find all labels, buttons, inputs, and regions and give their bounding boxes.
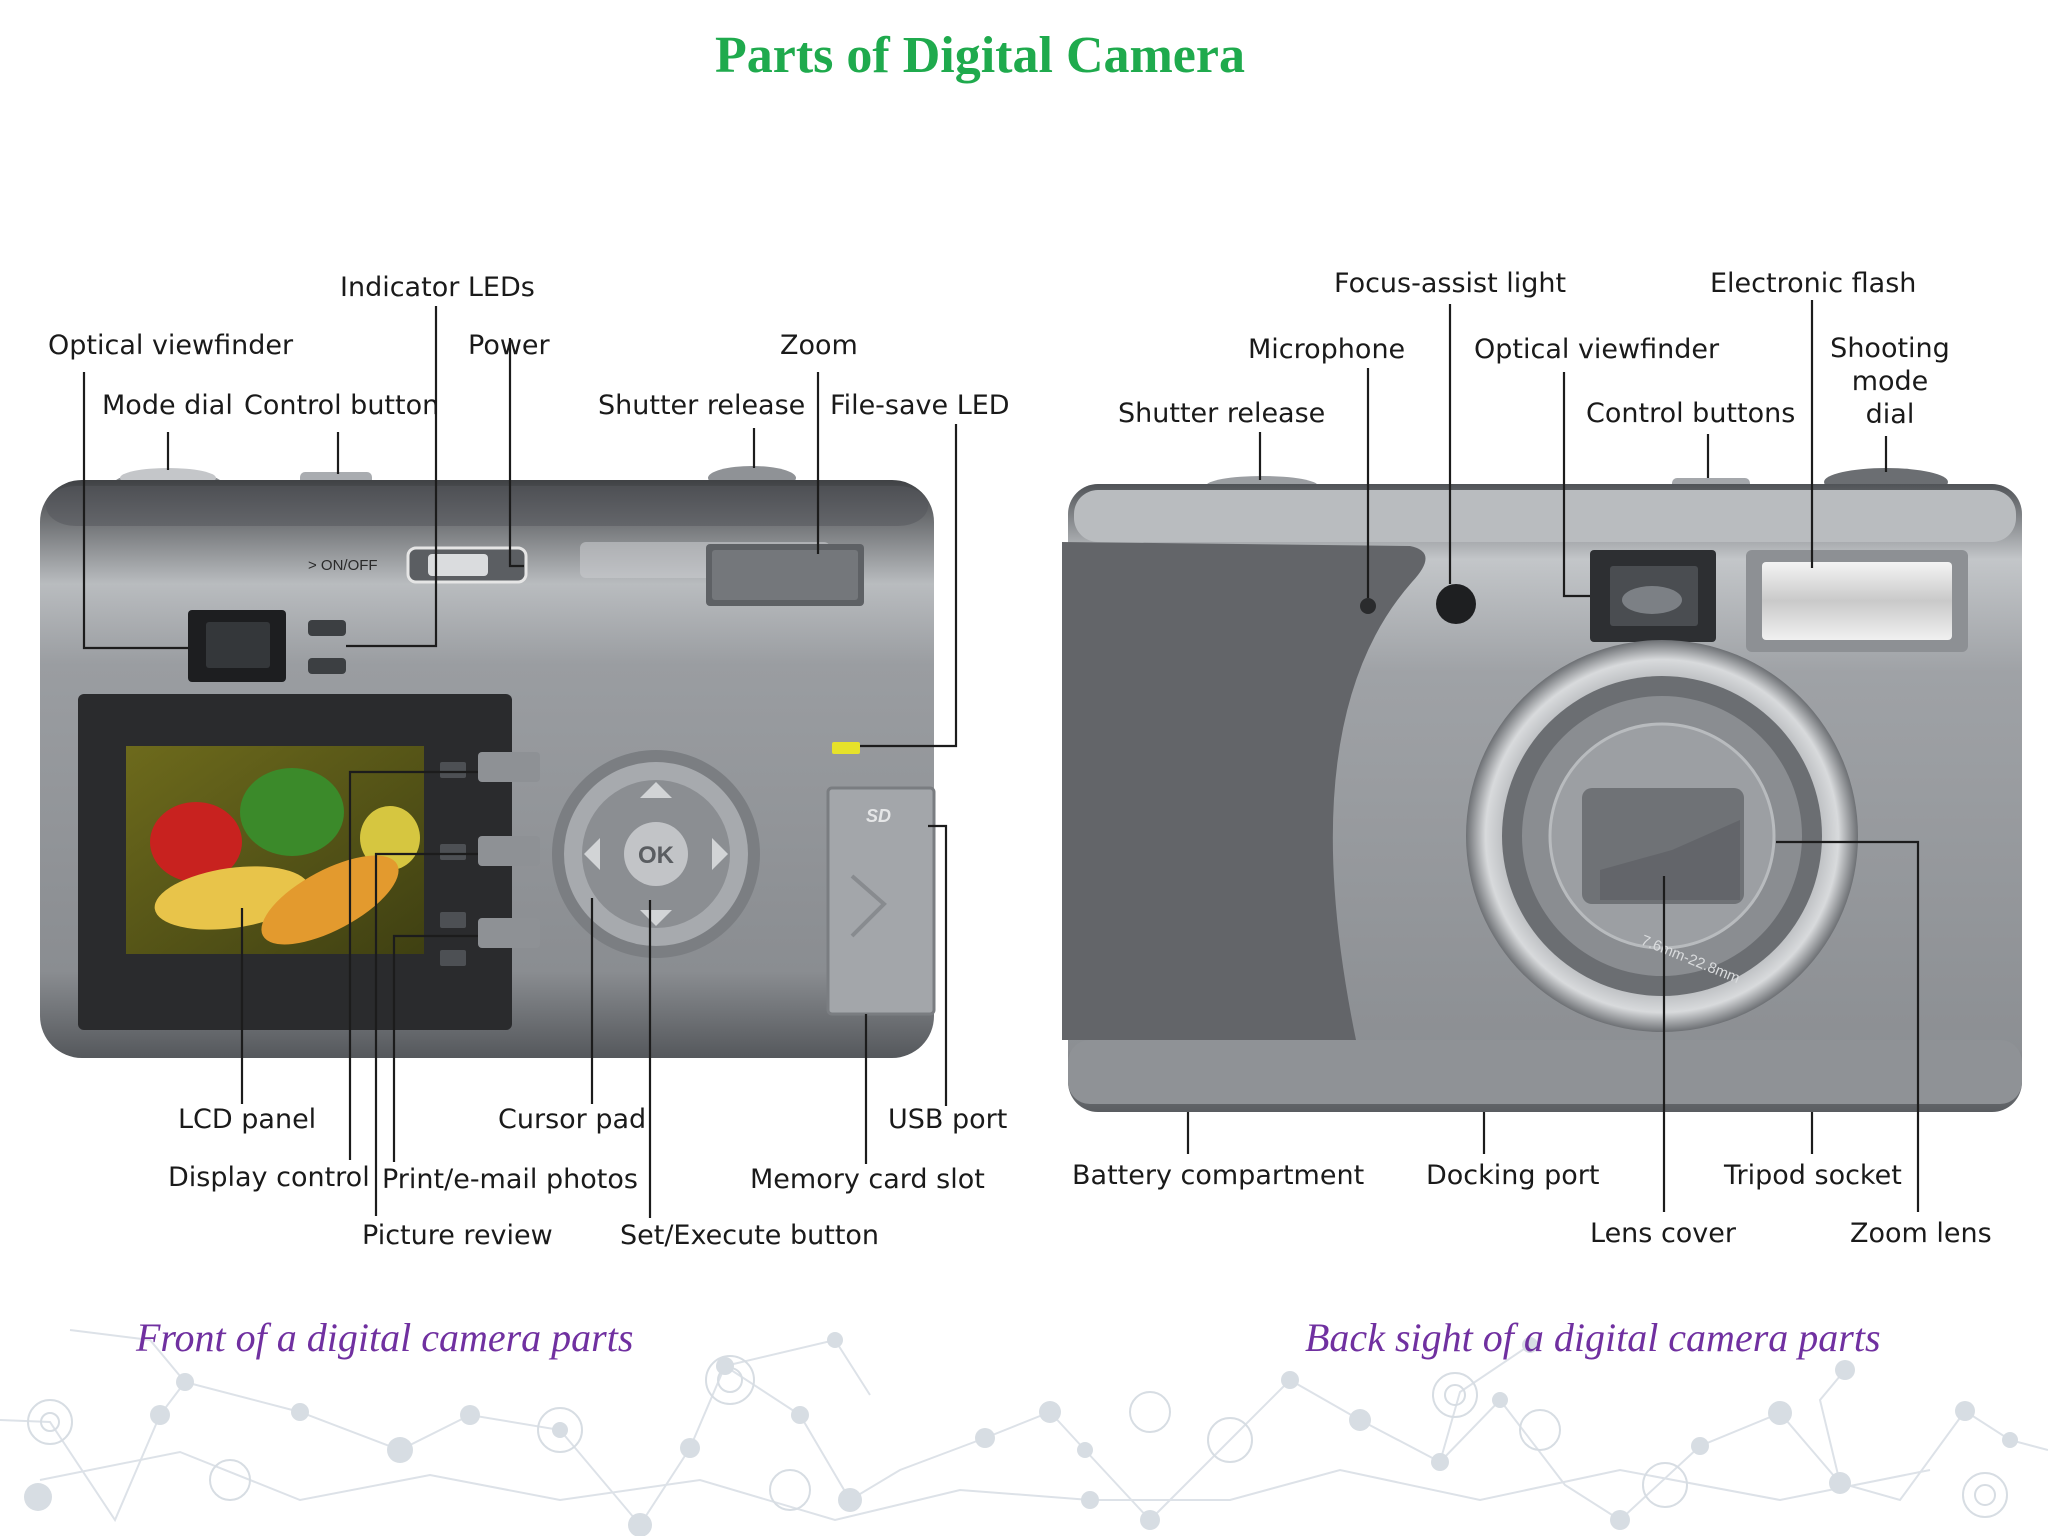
label-microphone: Microphone: [1248, 334, 1406, 365]
label-lens-cover: Lens cover: [1590, 1218, 1736, 1249]
label-cursor-pad: Cursor pad: [498, 1104, 647, 1135]
label-electronic-flash: Electronic flash: [1710, 268, 1917, 299]
microphone-hole: [1360, 598, 1376, 614]
focus-assist-light: [1436, 584, 1476, 624]
callout-lines: [82, 300, 1920, 1218]
label-docking-port: Docking port: [1426, 1160, 1600, 1191]
label-optical-viewfinder-front: Optical viewfinder: [48, 330, 294, 361]
on-off-marking: > ON/OFF: [308, 557, 378, 574]
label-power: Power: [468, 330, 550, 361]
label-shutter-release-front: Shutter release: [598, 390, 806, 421]
label-optical-viewfinder-back: Optical viewfinder: [1474, 334, 1720, 365]
set-execute-button: [624, 822, 688, 886]
label-focus-assist-light: Focus-assist light: [1334, 268, 1567, 299]
ok-marking: OK: [638, 842, 675, 869]
indicator-leds: [308, 620, 346, 636]
caption-front: Front of a digital camera parts: [136, 1315, 634, 1360]
back-camera: 7.6mm-22.8mm: [1062, 468, 2022, 1112]
label-display-control: Display control: [168, 1162, 370, 1193]
front-camera: > ON/OFF OK: [40, 466, 936, 1058]
page-title: Parts of Digital Camera: [715, 27, 1245, 84]
picture-review-button: [478, 836, 540, 866]
label-memory-card-slot: Memory card slot: [750, 1164, 985, 1195]
label-control-button: Control button: [244, 390, 440, 421]
label-file-save-led: File-save LED: [830, 390, 1010, 421]
display-control-button: [478, 752, 540, 782]
label-lcd-panel: LCD panel: [178, 1104, 317, 1135]
label-shutter-release-back: Shutter release: [1118, 398, 1326, 429]
label-tripod-socket: Tripod socket: [1724, 1160, 1902, 1191]
label-set-execute-button: Set/Execute button: [620, 1220, 880, 1251]
label-control-buttons: Control buttons: [1586, 398, 1796, 429]
label-indicator-leds: Indicator LEDs: [340, 272, 535, 303]
label-shooting-mode-dial: Shooting mode dial: [1830, 333, 1950, 430]
label-picture-review: Picture review: [362, 1220, 553, 1251]
label-zoom: Zoom: [780, 330, 858, 361]
label-print-email-photos: Print/e-mail photos: [382, 1164, 638, 1195]
label-usb-port: USB port: [888, 1104, 1008, 1135]
hand-grip: [1062, 542, 1426, 1040]
caption-back: Back sight of a digital camera parts: [1305, 1315, 1881, 1360]
print-email-button: [478, 918, 540, 948]
label-mode-dial: Mode dial: [102, 390, 233, 421]
label-battery-compartment: Battery compartment: [1072, 1160, 1365, 1191]
sd-marking: SD: [866, 806, 891, 826]
file-save-led: [832, 742, 860, 754]
label-zoom-lens: Zoom lens: [1850, 1218, 1992, 1249]
